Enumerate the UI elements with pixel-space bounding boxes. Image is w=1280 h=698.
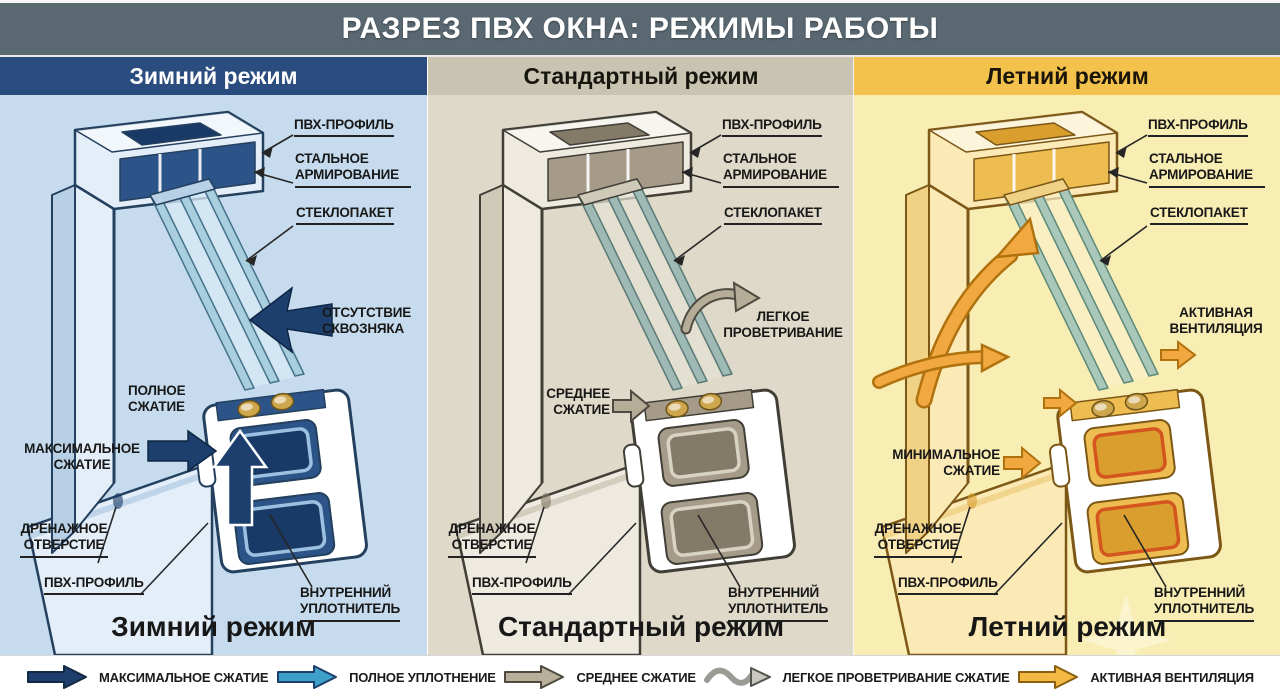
light-ventilation-curved-arrow-icon bbox=[680, 281, 761, 335]
max-compression-arrow-icon bbox=[147, 429, 218, 473]
panel-summer-caption: Летний режим bbox=[968, 611, 1167, 642]
label-pvc-profile-top: ПВХ-ПРОФИЛЬ bbox=[294, 117, 394, 138]
panel-winter-header: Зимний режим bbox=[0, 57, 427, 95]
panel-winter-caption: Зимний режим bbox=[111, 611, 316, 642]
label-steel-reinforcement: СТАЛЬНОЕ АРМИРОВАНИЕ bbox=[723, 151, 839, 188]
panel-winter: Зимний режим ПВХ-ПРОФИЛЬ СТАЛЬНОЕ АРМИРО… bbox=[0, 57, 427, 655]
label-no-draft: ОТСУТСТВИЕ СКВОЗНЯКА bbox=[322, 305, 412, 337]
poster-title-bar: РАЗРЕЗ ПВХ ОКНА: РЕЖИМЫ РАБОТЫ bbox=[0, 0, 1280, 57]
label-glazing-unit: СТЕКЛОПАКЕТ bbox=[1150, 205, 1248, 226]
legend-label: АКТИВНАЯ ВЕНТИЛЯЦИЯ bbox=[1090, 669, 1254, 685]
label-glazing-unit: СТЕКЛОПАКЕТ bbox=[724, 205, 822, 226]
full-compression-up-arrow-icon bbox=[211, 428, 269, 527]
panel-summer-body: ПВХ-ПРОФИЛЬ СТАЛЬНОЕ АРМИРОВАНИЕ СТЕКЛОП… bbox=[854, 95, 1280, 655]
winter-window-cross-section-diagram bbox=[26, 110, 370, 655]
no-draft-arrow-icon bbox=[248, 286, 333, 354]
legend-item-mid-compression: СРЕДНЕЕ СЖАТИЕ bbox=[503, 664, 696, 690]
active-ventilation-curved-arrows-icon bbox=[872, 216, 1197, 409]
label-drain-hole: ДРЕНАЖНОЕ ОТВЕРСТИЕ bbox=[874, 521, 962, 558]
legend-item-light-ventilation: ЛЕГКОЕ ПРОВЕТРИВАНИЕ СЖАТИЕ bbox=[703, 664, 1010, 690]
label-mid-compression: СРЕДНЕЕ СЖАТИЕ bbox=[546, 386, 610, 418]
label-inner-seal: ВНУТРЕННИЙ УПЛОТНИТЕЛЬ bbox=[1154, 585, 1254, 622]
summer-window-cross-section-diagram bbox=[872, 110, 1224, 655]
panel-standard-header: Стандартный режим bbox=[428, 57, 854, 95]
panel-standard-body: ПВХ-ПРОФИЛЬ СТАЛЬНОЕ АРМИРОВАНИЕ СТЕКЛОП… bbox=[428, 95, 854, 655]
legend-item-active-ventilation: АКТИВНАЯ ВЕНТИЛЯЦИЯ bbox=[1017, 664, 1254, 690]
legend-label: ЛЕГКОЕ ПРОВЕТРИВАНИЕ СЖАТИЕ bbox=[782, 669, 1010, 685]
blue-arrow-icon bbox=[277, 665, 338, 689]
panel-standard-caption: Стандартный режим bbox=[497, 611, 785, 642]
poster-title: РАЗРЕЗ ПВХ ОКНА: РЕЖИМЫ РАБОТЫ bbox=[341, 12, 939, 45]
legend-label: СРЕДНЕЕ СЖАТИЕ bbox=[576, 669, 696, 685]
legend-bar: МАКСИМАЛЬНОЕ СЖАТИЕ ПОЛНОЕ УПЛОТНЕНИЕ СР… bbox=[0, 655, 1280, 698]
label-pvc-profile-bottom: ПВХ-ПРОФИЛЬ bbox=[44, 575, 144, 596]
label-max-compression: МАКСИМАЛЬНОЕ СЖАТИЕ bbox=[24, 441, 140, 473]
panel-summer: Летний режим bbox=[853, 57, 1280, 655]
legend-label: ПОЛНОЕ УПЛОТНЕНИЕ bbox=[349, 669, 496, 685]
label-min-compression: МИНИМАЛЬНОЕ СЖАТИЕ bbox=[892, 447, 1000, 479]
watermark-star bbox=[1081, 595, 1171, 655]
standard-window-cross-section-diagram bbox=[454, 110, 798, 655]
panel-summer-header: Летний режим bbox=[854, 57, 1280, 95]
label-active-ventilation: АКТИВНАЯ ВЕНТИЛЯЦИЯ bbox=[1169, 305, 1263, 337]
min-compression-arrow-icon bbox=[1003, 387, 1078, 481]
legend-item-full-sealing: ПОЛНОЕ УПЛОТНЕНИЕ bbox=[276, 664, 496, 690]
label-steel-reinforcement: СТАЛЬНОЕ АРМИРОВАНИЕ bbox=[1149, 151, 1265, 188]
label-glazing-unit: СТЕКЛОПАКЕТ bbox=[296, 205, 394, 226]
legend-label: МАКСИМАЛЬНОЕ СЖАТИЕ bbox=[99, 669, 269, 685]
amber-arrow-icon bbox=[1018, 665, 1079, 689]
label-drain-hole: ДРЕНАЖНОЕ ОТВЕРСТИЕ bbox=[20, 521, 108, 558]
label-pvc-profile-top: ПВХ-ПРОФИЛЬ bbox=[1148, 117, 1248, 138]
wavy-arrow-icon bbox=[703, 667, 771, 687]
label-light-ventilation: ЛЕГКОЕ ПРОВЕТРИВАНИЕ bbox=[723, 309, 843, 341]
label-inner-seal: ВНУТРЕННИЙ УПЛОТНИТЕЛЬ bbox=[728, 585, 828, 622]
legend-item-max-compression: МАКСИМАЛЬНОЕ СЖАТИЕ bbox=[26, 664, 269, 690]
label-full-compression: ПОЛНОЕ СЖАТИЕ bbox=[128, 383, 186, 415]
label-pvc-profile-bottom: ПВХ-ПРОФИЛЬ bbox=[472, 575, 572, 596]
mid-compression-arrow-icon bbox=[612, 388, 651, 424]
label-pvc-profile-top: ПВХ-ПРОФИЛЬ bbox=[722, 117, 822, 138]
panel-winter-body: ПВХ-ПРОФИЛЬ СТАЛЬНОЕ АРМИРОВАНИЕ СТЕКЛОП… bbox=[0, 95, 427, 655]
beige-arrow-icon bbox=[504, 665, 565, 689]
label-drain-hole: ДРЕНАЖНОЕ ОТВЕРСТИЕ bbox=[448, 521, 536, 558]
label-steel-reinforcement: СТАЛЬНОЕ АРМИРОВАНИЕ bbox=[295, 151, 411, 188]
panel-standard: Стандартный режим ПВХ-ПРОФИЛЬ СТАЛЬНОЕ А… bbox=[427, 57, 854, 655]
label-pvc-profile-bottom: ПВХ-ПРОФИЛЬ bbox=[898, 575, 998, 596]
label-inner-seal: ВНУТРЕННИЙ УПЛОТНИТЕЛЬ bbox=[300, 585, 400, 622]
navy-arrow-icon bbox=[27, 665, 87, 689]
